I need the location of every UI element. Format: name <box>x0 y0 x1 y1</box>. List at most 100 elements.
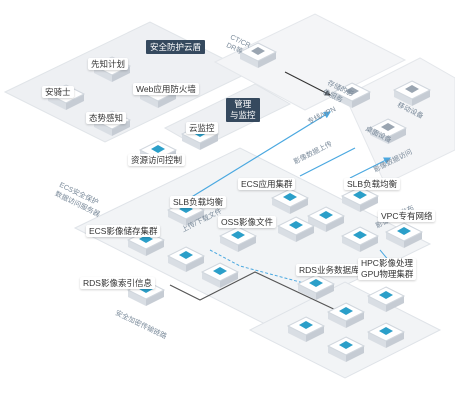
tile-vpc-2-side-right <box>404 232 422 248</box>
tile-mobile-side-left <box>394 90 412 106</box>
tile-vpc-1 <box>340 226 380 252</box>
vpn-line <box>189 111 332 199</box>
tile-desktop <box>368 118 408 144</box>
tile-ecs-1-icon <box>283 193 297 201</box>
tile-ecs-storage-3-icon <box>213 267 227 275</box>
tile-rds-index-side-right <box>146 290 164 306</box>
datacenter-arrow <box>284 71 331 96</box>
tile-hpc-2 <box>326 302 366 328</box>
management-tag-line1: 管理 <box>234 99 252 109</box>
tile-hpc-5-side-left <box>368 332 386 348</box>
tile-xianzhi-side-left <box>94 66 112 82</box>
rds-index-label: RDS影像索引信息 <box>80 277 155 289</box>
tile-hpc-4 <box>326 336 366 362</box>
tile-slb-top-side-left <box>168 210 186 226</box>
tile-mobile-side-right <box>412 90 430 106</box>
tile-ecs-3 <box>276 216 316 242</box>
tile-ecs-storage-3 <box>200 262 240 288</box>
tile-hpc-3-side-left <box>368 296 386 312</box>
tile-ecs-1 <box>270 188 310 214</box>
tile-ecs-1-side-right <box>290 198 308 214</box>
tile-hpc-4-icon <box>339 341 353 349</box>
tile-vpc-2-side-left <box>386 232 404 248</box>
tile-rds-db-icon <box>309 279 323 287</box>
tile-ecs-1-side-left <box>272 198 290 214</box>
tile-ecs-2 <box>306 206 346 232</box>
tile-rds-db-side-right <box>316 284 334 300</box>
slb-mid-label: SLB负载均衡 <box>344 178 401 190</box>
access-line <box>349 157 392 179</box>
tile-oss <box>218 226 258 252</box>
datacenter-panel <box>213 13 407 111</box>
hpc-label-line2: GPU物理集群 <box>361 269 414 279</box>
secure-transfer-line <box>169 271 341 313</box>
tile-hpc-5-side-right <box>386 332 404 348</box>
service-label-waf: Web应用防火墙 <box>133 83 199 95</box>
management-tag-line2: 与监控 <box>230 110 256 120</box>
tile-ecs-storage-1-side-left <box>128 240 146 256</box>
tile-cloud-monitor-side-right <box>200 134 218 150</box>
tile-hpc-1-icon <box>299 321 313 329</box>
tile-waf-side-right <box>158 92 176 108</box>
tile-cdn-icon <box>251 47 265 55</box>
tile-ecs-2-side-left <box>308 216 326 232</box>
tile-waf-side-left <box>140 92 158 108</box>
tile-slb-mid-side-left <box>342 196 360 212</box>
tile-cdn <box>238 42 278 68</box>
tile-anqishi-side-left <box>48 94 66 110</box>
tile-cloud-monitor-side-left <box>182 134 200 150</box>
service-label-ram: 资源访问控制 <box>128 154 186 166</box>
tile-mobile-icon <box>405 85 419 93</box>
ecs-cluster-label: ECS应用集群 <box>238 178 296 190</box>
tile-vpc-1-side-left <box>342 236 360 252</box>
tile-slb-mid-side-right <box>360 196 378 212</box>
tile-ecs-2-icon <box>319 211 333 219</box>
publish-line <box>209 249 331 292</box>
tile-legacy-icon <box>345 87 359 95</box>
tile-hpc-1-side-left <box>288 326 306 342</box>
tile-ecs-2-side-right <box>326 216 344 232</box>
tile-legacy <box>332 82 372 108</box>
tile-oss-side-left <box>220 236 238 252</box>
tile-situation-side-right <box>112 120 130 136</box>
tile-rds-db <box>296 274 336 300</box>
tile-ecs-storage-3-side-left <box>202 272 220 288</box>
tile-ram-icon <box>151 145 165 153</box>
tile-ecs-storage-1-side-right <box>146 240 164 256</box>
tile-ecs-storage-2 <box>166 246 206 272</box>
slb-top-label: SLB负载均衡 <box>170 196 227 208</box>
tile-desktop-side-right <box>388 128 406 144</box>
tile-hpc-3 <box>366 286 406 312</box>
vpc-label: VPC专有网络 <box>378 210 436 222</box>
tile-slb-mid-icon <box>353 191 367 199</box>
tile-vpc-2 <box>384 222 424 248</box>
tile-cdn-side-left <box>240 52 258 68</box>
tile-ecs-3-side-left <box>278 226 296 242</box>
tile-slb-mid <box>340 186 380 212</box>
tile-cdn-side-right <box>258 52 276 68</box>
tile-ecs-storage-2-side-right <box>186 256 204 272</box>
rds-db-label: RDS业务数据库 <box>296 264 363 276</box>
tile-vpc-1-icon <box>353 231 367 239</box>
tile-vpc-1-side-right <box>360 236 378 252</box>
service-label-xianzhi: 先知计划 <box>88 58 129 70</box>
security-cloud-tag: 安全防护云盾 <box>146 40 206 54</box>
tile-hpc-2-side-right <box>346 312 364 328</box>
tile-hpc-3-icon <box>379 291 393 299</box>
oss-label: OSS影像文件 <box>218 216 276 228</box>
tile-legacy-side-right <box>352 92 370 108</box>
tile-rds-db-side-left <box>298 284 316 300</box>
tile-hpc-1-side-right <box>306 326 324 342</box>
tile-mobile <box>392 80 432 106</box>
tile-hpc-4-side-right <box>346 346 364 362</box>
connection-lines <box>169 71 392 313</box>
service-label-anqishi: 安骑士 <box>42 86 74 98</box>
tile-rds-index-side-left <box>128 290 146 306</box>
tile-oss-icon <box>231 231 245 239</box>
tile-legacy-side-left <box>334 92 352 108</box>
tile-hpc-3-side-right <box>386 296 404 312</box>
tile-anqishi-side-right <box>66 94 84 110</box>
tile-vpc-2-icon <box>397 227 411 235</box>
tile-hpc-2-side-left <box>328 312 346 328</box>
service-label-situation: 态势感知 <box>86 112 127 124</box>
